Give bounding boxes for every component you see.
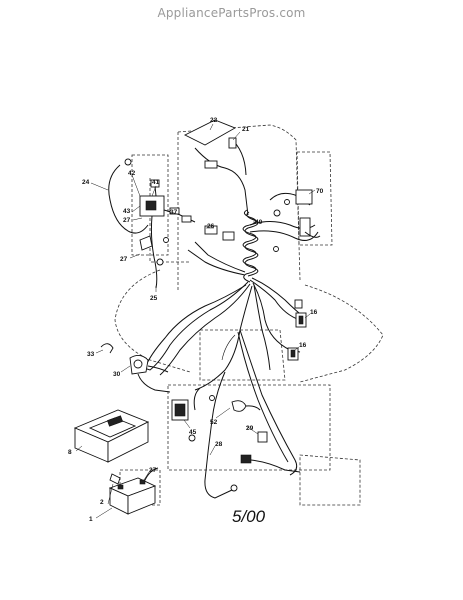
callout-28: 28	[215, 441, 223, 448]
callout-27b: 27	[120, 256, 128, 263]
callout-26: 26	[207, 223, 215, 230]
callout-8: 8	[68, 449, 72, 456]
date-code: 5/00	[232, 507, 266, 526]
callout-25: 25	[150, 295, 158, 302]
callouts: 22 21 24 42 41 43 27 37 26 40 70 27 25 1…	[68, 117, 324, 523]
callout-16b: 16	[299, 342, 307, 349]
callout-40: 40	[255, 219, 263, 226]
callout-1: 1	[89, 516, 93, 523]
battery	[108, 467, 159, 515]
callout-24: 24	[82, 179, 90, 186]
callout-42: 42	[128, 170, 136, 177]
callout-30: 30	[113, 371, 121, 378]
callout-27c: 27	[149, 467, 157, 474]
callout-16a: 16	[310, 309, 318, 316]
seat-switch-harness	[183, 119, 249, 216]
callout-29: 29	[246, 425, 254, 432]
callout-41: 41	[152, 179, 160, 186]
callout-45: 45	[189, 429, 197, 436]
ignition-module	[108, 158, 235, 289]
callout-27a: 27	[123, 217, 131, 224]
callout-70: 70	[316, 188, 324, 195]
right-components	[273, 189, 321, 361]
callout-2: 2	[100, 499, 104, 506]
callout-52: 52	[210, 419, 218, 426]
callout-43: 43	[123, 208, 131, 215]
lower-left-components	[100, 343, 171, 393]
callout-21: 21	[242, 126, 250, 133]
callout-33: 33	[87, 351, 95, 358]
battery-box	[73, 409, 150, 463]
callout-37: 37	[170, 209, 178, 216]
lower-center-components	[171, 395, 301, 492]
callout-22: 22	[210, 117, 218, 124]
watermark: AppliancePartsPros.com	[157, 6, 306, 20]
